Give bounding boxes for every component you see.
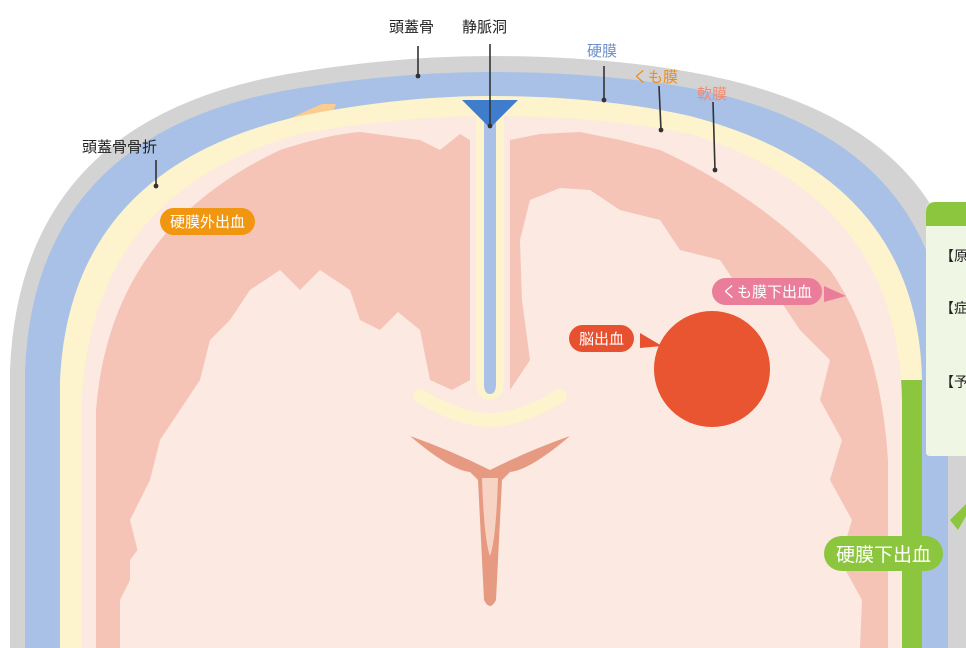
side-panel-header — [926, 202, 966, 226]
label-dura: 硬膜 — [587, 40, 617, 61]
panel-cause: 【原 — [940, 246, 966, 266]
label-arachnoid: くも膜 — [633, 66, 678, 87]
label-skull: 頭蓋骨 — [389, 16, 434, 37]
intracerebral-hemorrhage — [654, 311, 770, 427]
panel-prognosis: 【予 — [940, 372, 966, 392]
panel-symptom: 【症 — [940, 298, 966, 318]
callout-subarachnoid: くも膜下出血 — [712, 278, 822, 305]
callout-subdural: 硬膜下出血 — [824, 536, 943, 571]
callout-intracerebral: 脳出血 — [569, 325, 634, 352]
label-skull-fracture: 頭蓋骨骨折 — [82, 136, 157, 157]
callout-epidural: 硬膜外出血 — [160, 208, 255, 235]
side-panel-box — [926, 202, 966, 456]
label-venous-sinus: 静脈洞 — [462, 16, 507, 37]
label-pia: 軟膜 — [697, 83, 727, 104]
